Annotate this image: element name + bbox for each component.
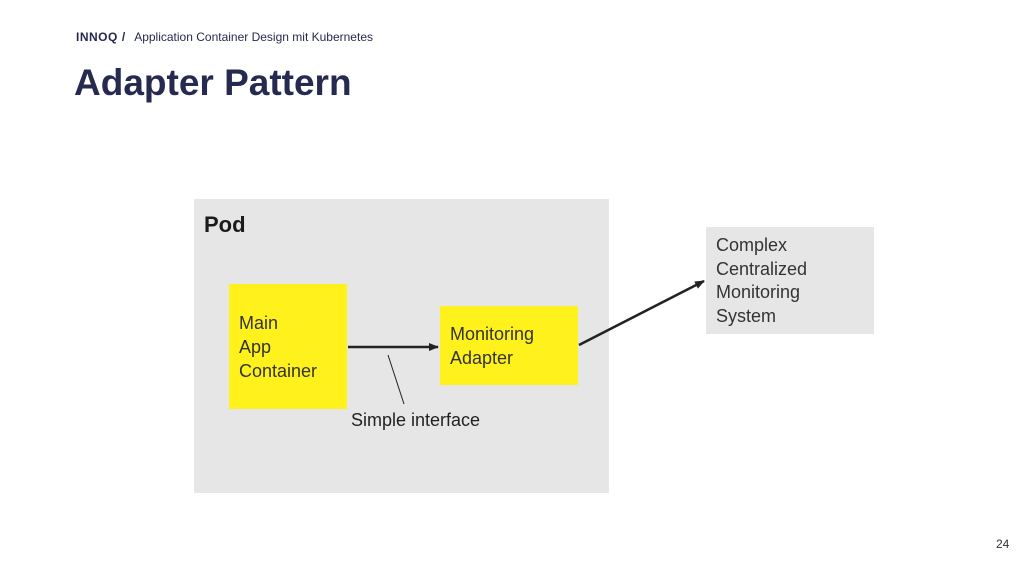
- page-number: 24: [996, 537, 1010, 551]
- interface-caption: Simple interface: [351, 410, 481, 430]
- slide-header: INNOQ / Application Container Design mit…: [76, 30, 373, 46]
- system-line: System: [716, 305, 777, 326]
- pod-label: Pod: [204, 212, 246, 237]
- system-line: Monitoring: [716, 282, 801, 302]
- adapter-line: Adapter: [450, 348, 514, 368]
- system-line: Centralized: [716, 258, 808, 279]
- main-app-line: App: [239, 337, 272, 357]
- main-app-line: Container: [239, 361, 318, 381]
- brand-logo: INNOQ: [76, 30, 118, 44]
- monitoring-adapter-box: Monitoring Adapter: [440, 306, 578, 385]
- adapter-line: Monitoring: [450, 324, 535, 344]
- slide-title: Adapter Pattern: [74, 62, 352, 103]
- monitoring-system-box: Complex Centralized Monitoring System: [706, 227, 874, 334]
- main-app-container-box: Main App Container: [229, 284, 347, 409]
- system-line: Complex: [716, 235, 788, 255]
- brand-separator: /: [121, 30, 126, 44]
- deck-title: Application Container Design mit Kuberne…: [134, 30, 373, 44]
- main-app-line: Main: [239, 313, 279, 333]
